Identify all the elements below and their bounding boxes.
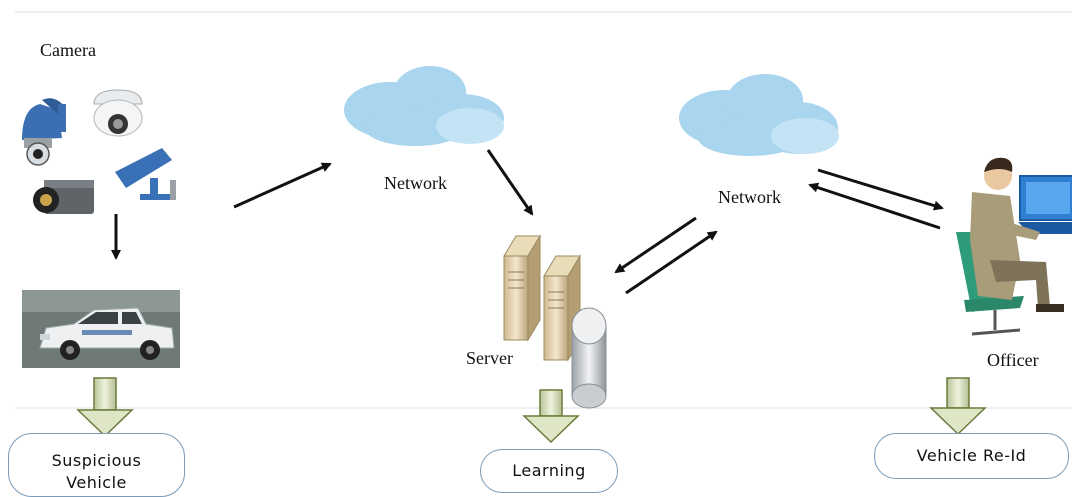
suspicious-vehicle-photo [22, 290, 180, 368]
suspicious-down-arrow [76, 377, 134, 438]
reid-down-arrow [929, 377, 987, 436]
bullet-camera-icon [115, 148, 176, 200]
officer-to-network-arrow [808, 182, 941, 230]
network-to-officer-arrow [817, 168, 944, 211]
vehicle-icon [22, 290, 180, 368]
officer-label: Officer [987, 350, 1039, 370]
box-camera-icon [33, 180, 94, 214]
camera-to-network-arrow [233, 162, 332, 209]
ptz-camera-icon [22, 98, 66, 166]
network-left-label: Network [384, 173, 447, 193]
suspicious-vehicle-line1: Suspicious [51, 451, 142, 470]
learning-box: Learning [480, 449, 618, 493]
officer-icon [956, 157, 1072, 336]
network-to-server-return-arrow [614, 216, 697, 274]
camera-label: Camera [40, 40, 96, 60]
server-label: Server [466, 348, 513, 368]
learning-down-arrow [522, 389, 580, 444]
server-to-network-arrow [625, 230, 718, 295]
cloud-right-icon [679, 74, 839, 156]
suspicious-vehicle-line2: Vehicle [66, 473, 127, 492]
vehicle-reid-label: Vehicle Re-Id [916, 446, 1027, 465]
server-icon [503, 234, 581, 362]
suspicious-vehicle-box: Suspicious Vehicle [8, 433, 185, 497]
dome-camera-icon [93, 89, 143, 137]
network-to-server-arrow [486, 149, 534, 216]
vehicle-reid-box: Vehicle Re-Id [874, 433, 1069, 479]
network-right-label: Network [718, 187, 781, 207]
cloud-left-icon [344, 66, 504, 146]
learning-label: Learning [512, 461, 586, 480]
storage-disk-icon [571, 307, 607, 409]
